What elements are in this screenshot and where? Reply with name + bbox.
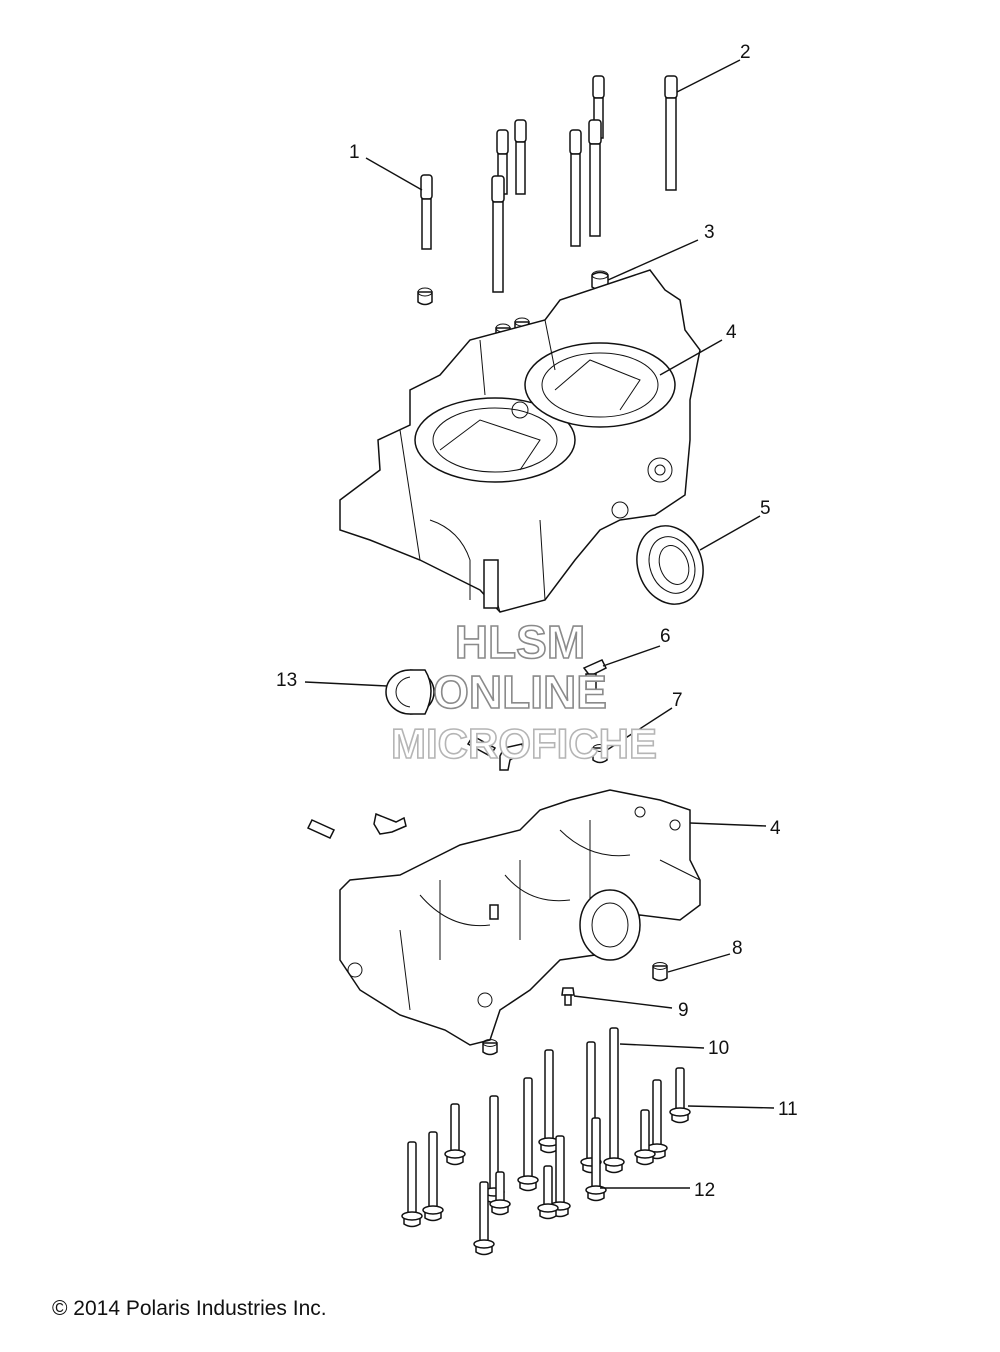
callout-labels: 1 2 3 4 5 6 7 4 8 9 10 11 12 13 bbox=[276, 42, 798, 1201]
small-fittings bbox=[306, 659, 608, 839]
watermark-line-3: MICROFICHE bbox=[391, 720, 657, 767]
callout-8: 8 bbox=[732, 938, 743, 959]
leader-lines bbox=[304, 59, 775, 1189]
callout-13: 13 bbox=[276, 670, 297, 691]
bolt bbox=[634, 1109, 656, 1166]
callout-4-upper: 4 bbox=[726, 322, 737, 343]
callout-1: 1 bbox=[349, 142, 360, 163]
lower-small-parts bbox=[482, 962, 668, 1056]
callout-10: 10 bbox=[708, 1038, 729, 1059]
bolt bbox=[401, 1141, 423, 1228]
bolt bbox=[517, 1077, 539, 1192]
callout-2: 2 bbox=[740, 42, 751, 63]
callout-11: 11 bbox=[778, 1099, 798, 1120]
bolt bbox=[444, 1103, 466, 1166]
callout-12: 12 bbox=[694, 1180, 715, 1201]
stud-part-1 bbox=[420, 174, 433, 250]
stud-part-2 bbox=[664, 75, 678, 191]
bolt bbox=[537, 1165, 559, 1220]
lower-crankcase bbox=[339, 789, 701, 1046]
callout-7: 7 bbox=[672, 690, 683, 711]
callout-9: 9 bbox=[678, 1000, 689, 1021]
copyright-notice: © 2014 Polaris Industries Inc. bbox=[52, 1297, 327, 1320]
crank-seal-part-13 bbox=[385, 669, 435, 715]
cylinder-studs bbox=[420, 75, 678, 293]
callout-5: 5 bbox=[760, 498, 771, 519]
callout-3: 3 bbox=[704, 222, 715, 243]
bolt bbox=[549, 1135, 571, 1218]
bolt bbox=[585, 1117, 607, 1202]
watermark-line-1: HLSM bbox=[455, 616, 585, 668]
crankcase-bolts bbox=[401, 1027, 691, 1256]
callout-6: 6 bbox=[660, 626, 671, 647]
watermark-line-2: ONLINE bbox=[433, 666, 607, 718]
bolt bbox=[422, 1131, 444, 1222]
bolt bbox=[669, 1067, 691, 1124]
bolt bbox=[538, 1049, 560, 1154]
bolt bbox=[603, 1027, 625, 1174]
bolt bbox=[483, 1095, 505, 1204]
watermark: HLSM ONLINE MICROFICHE bbox=[390, 615, 658, 768]
bolt bbox=[646, 1079, 668, 1160]
upper-crankcase bbox=[339, 269, 701, 613]
callout-4-lower: 4 bbox=[770, 818, 781, 839]
bolt bbox=[489, 1171, 511, 1216]
stud-cluster bbox=[491, 75, 605, 293]
bolt bbox=[473, 1181, 495, 1256]
crank-seal-part-5 bbox=[636, 525, 704, 605]
